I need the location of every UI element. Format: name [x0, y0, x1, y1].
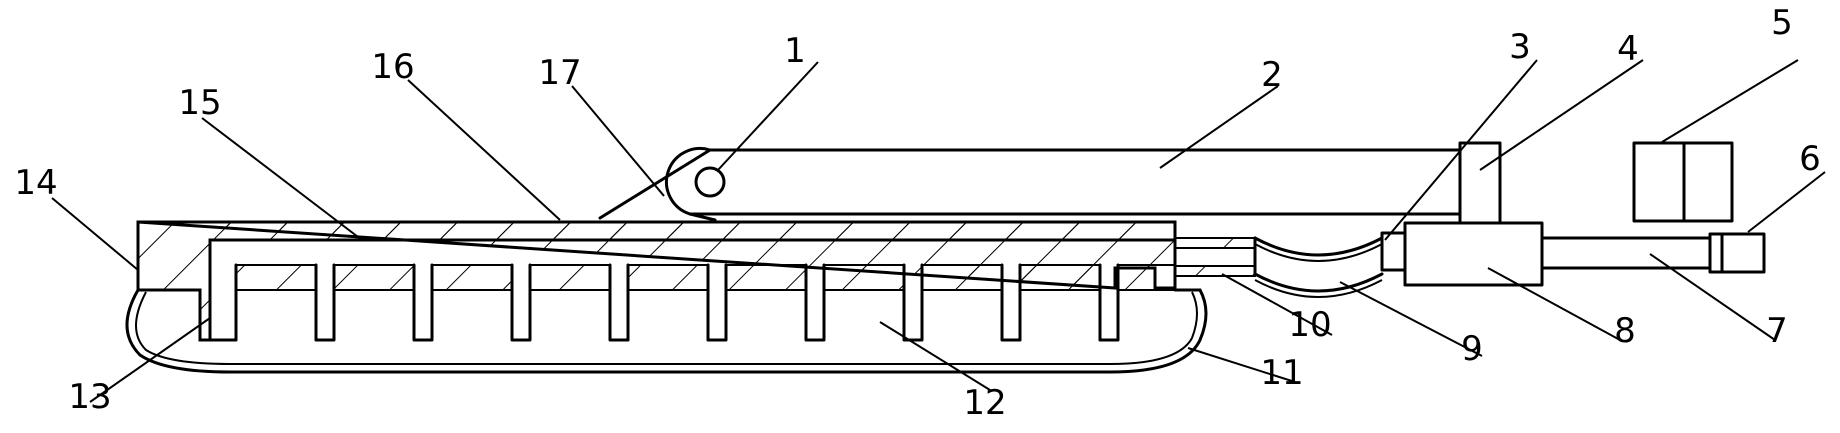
pivot-pin: [694, 166, 726, 198]
handle-block: [1632, 141, 1734, 223]
label-11: 11: [1260, 353, 1303, 393]
label-7: 7: [1766, 311, 1788, 351]
label-2: 2: [1261, 55, 1283, 95]
label-16: 16: [371, 47, 414, 87]
leader-lines: [51, 59, 1826, 403]
label-6: 6: [1799, 139, 1821, 179]
label-14: 14: [14, 163, 57, 203]
membrane-bag: [125, 288, 1208, 374]
end-cap: [1708, 232, 1766, 274]
valve-body: [1403, 221, 1544, 287]
label-17: 17: [538, 53, 581, 93]
push-rod: [1540, 236, 1712, 270]
label-3: 3: [1509, 27, 1531, 67]
label-1: 1: [784, 31, 806, 71]
channel-teeth: [208, 236, 1177, 342]
vertical-link: [1458, 141, 1502, 225]
label-5: 5: [1771, 3, 1793, 43]
lever-arm: [598, 146, 1462, 222]
flexible-hose: [1253, 236, 1384, 298]
label-8: 8: [1614, 311, 1636, 351]
nozzle: [1174, 237, 1256, 277]
label-13: 13: [68, 377, 111, 417]
label-15: 15: [178, 83, 221, 123]
label-12: 12: [963, 383, 1006, 423]
label-4: 4: [1617, 29, 1639, 69]
label-10: 10: [1288, 305, 1331, 345]
label-9: 9: [1461, 329, 1483, 369]
